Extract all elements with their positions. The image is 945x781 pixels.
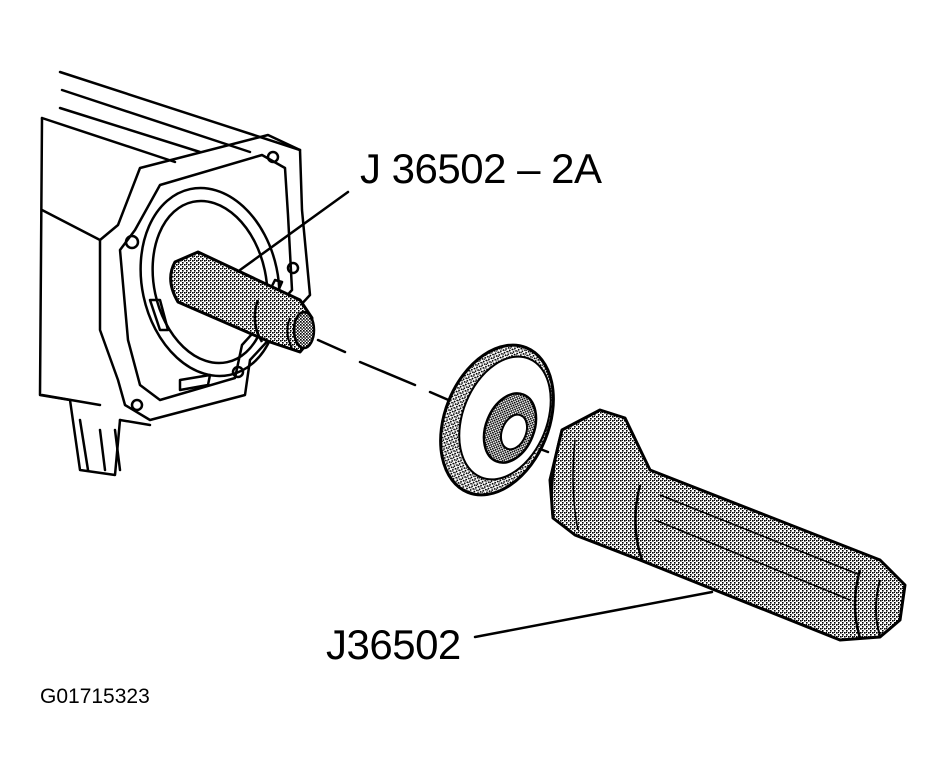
callout-tool-upper: J 36502 – 2A: [360, 145, 602, 192]
callout-tool-lower: J36502: [326, 621, 461, 668]
seal-installer-tool: [548, 408, 907, 642]
installer-shaft-tool: [169, 250, 316, 354]
leader-upper: [238, 190, 350, 272]
callout-leader-lines: [238, 190, 714, 639]
figure-id: G01715323: [40, 685, 150, 708]
output-seal: [439, 343, 555, 497]
leader-lower: [473, 590, 714, 639]
